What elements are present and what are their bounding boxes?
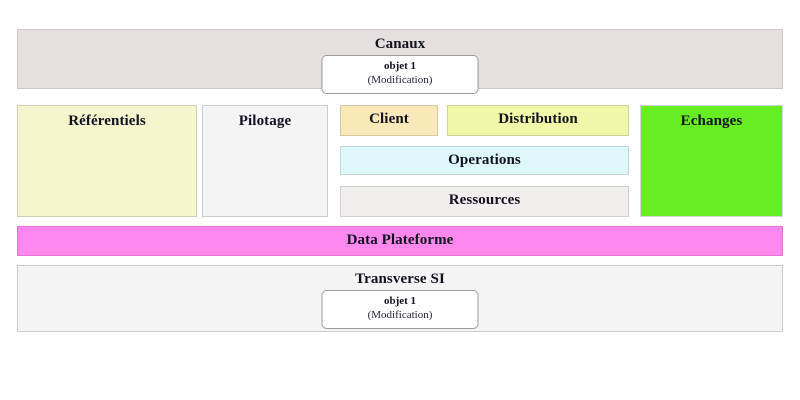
block-canaux[interactable]: Canaux objet 1 (Modification) bbox=[17, 29, 783, 94]
block-ressources[interactable]: Ressources bbox=[340, 186, 629, 217]
block-pilotage-title: Pilotage bbox=[238, 113, 292, 129]
block-distribution[interactable]: Distribution bbox=[447, 105, 629, 136]
block-operations-title: Operations bbox=[448, 152, 521, 168]
block-echanges[interactable]: Echanges bbox=[640, 105, 783, 217]
block-client[interactable]: Client bbox=[340, 105, 438, 136]
block-echanges-title: Echanges bbox=[680, 113, 743, 129]
block-transverse-si[interactable]: Transverse SI objet 1 (Modification) bbox=[17, 265, 783, 332]
transverse-objet-card[interactable]: objet 1 (Modification) bbox=[321, 290, 479, 329]
block-data-plateforme-title: Data Plateforme bbox=[346, 232, 454, 248]
transverse-objet-name: objet 1 bbox=[383, 295, 417, 307]
block-referentiels[interactable]: Référentiels bbox=[17, 105, 197, 217]
block-data-plateforme[interactable]: Data Plateforme bbox=[17, 226, 783, 256]
transverse-objet-state: (Modification) bbox=[367, 308, 433, 321]
block-pilotage[interactable]: Pilotage bbox=[202, 105, 328, 217]
canaux-objet-state: (Modification) bbox=[367, 73, 433, 86]
canaux-objet-card[interactable]: objet 1 (Modification) bbox=[321, 55, 479, 94]
canaux-objet-name: objet 1 bbox=[383, 60, 417, 72]
block-referentiels-title: Référentiels bbox=[68, 113, 146, 129]
block-operations[interactable]: Operations bbox=[340, 146, 629, 175]
block-transverse-si-title: Transverse SI bbox=[355, 271, 445, 287]
block-ressources-title: Ressources bbox=[448, 192, 521, 208]
block-canaux-title: Canaux bbox=[374, 36, 426, 52]
block-client-title: Client bbox=[369, 111, 409, 127]
block-distribution-title: Distribution bbox=[498, 111, 578, 127]
